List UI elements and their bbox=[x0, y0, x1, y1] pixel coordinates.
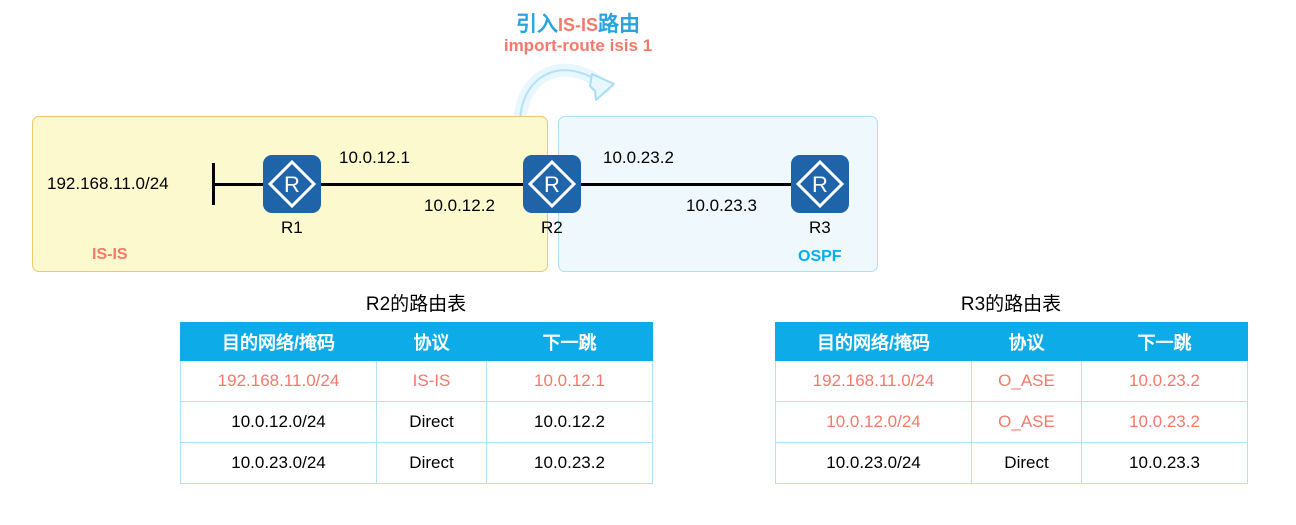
table-row: 192.168.11.0/24 O_ASE 10.0.23.2 bbox=[775, 360, 1248, 402]
cell-protocol: O_ASE bbox=[971, 401, 1082, 443]
column-header-protocol: 协议 bbox=[971, 322, 1082, 361]
cell-protocol: Direct bbox=[376, 442, 487, 484]
annotation-command-text: import-route isis 1 bbox=[503, 36, 653, 55]
link-r2-to-r3 bbox=[580, 183, 792, 186]
table-row: 10.0.12.0/24 Direct 10.0.12.2 bbox=[180, 401, 653, 443]
link-stub-to-r1 bbox=[212, 183, 270, 186]
link-r1-to-r2 bbox=[320, 183, 528, 186]
svg-text:R: R bbox=[544, 172, 560, 197]
cell-nexthop: 10.0.23.3 bbox=[1081, 442, 1248, 484]
cell-nexthop: 10.0.23.2 bbox=[486, 442, 653, 484]
ip-label-r2-to-r1: 10.0.12.2 bbox=[424, 196, 495, 215]
ip-label-r1-to-r2: 10.0.12.1 bbox=[339, 148, 410, 167]
annotation-title-protocol: IS-IS bbox=[557, 15, 598, 35]
cell-destination: 192.168.11.0/24 bbox=[180, 360, 377, 402]
cell-destination: 192.168.11.0/24 bbox=[775, 360, 972, 402]
curved-arrow-icon bbox=[513, 63, 615, 122]
svg-text:R: R bbox=[812, 172, 828, 197]
table-header-row: 目的网络/掩码 协议 下一跳 bbox=[775, 322, 1248, 361]
cell-destination: 10.0.23.0/24 bbox=[775, 442, 972, 484]
annotation-title: 引入IS-IS路由 bbox=[418, 8, 738, 38]
ip-label-r2-to-r3: 10.0.23.2 bbox=[603, 148, 674, 167]
cell-nexthop: 10.0.23.2 bbox=[1081, 360, 1248, 402]
cell-nexthop: 10.0.12.2 bbox=[486, 401, 653, 443]
cell-protocol: IS-IS bbox=[376, 360, 487, 402]
annotation-title-cn-suffix: 路由 bbox=[598, 13, 640, 36]
zone-label-ospf: OSPF bbox=[798, 248, 842, 265]
zone-label-isis: IS-IS bbox=[92, 246, 128, 263]
cell-destination: 10.0.12.0/24 bbox=[775, 401, 972, 443]
column-header-destination: 目的网络/掩码 bbox=[180, 322, 377, 361]
cell-nexthop: 10.0.12.1 bbox=[486, 360, 653, 402]
table-header-row: 目的网络/掩码 协议 下一跳 bbox=[180, 322, 653, 361]
router-label-r1: R1 bbox=[281, 218, 303, 237]
router-icon-r3[interactable]: R bbox=[791, 155, 849, 213]
table-title-r3: R3的路由表 bbox=[960, 294, 1062, 315]
network-terminator-icon bbox=[212, 163, 215, 205]
cell-destination: 10.0.23.0/24 bbox=[180, 442, 377, 484]
routing-table-r2: 目的网络/掩码 协议 下一跳 192.168.11.0/24 IS-IS 10.… bbox=[180, 322, 653, 484]
table-row: 10.0.23.0/24 Direct 10.0.23.3 bbox=[775, 442, 1248, 484]
router-label-r3: R3 bbox=[809, 218, 831, 237]
table-row: 192.168.11.0/24 IS-IS 10.0.12.1 bbox=[180, 360, 653, 402]
table-row: 10.0.12.0/24 O_ASE 10.0.23.2 bbox=[775, 401, 1248, 443]
table-title-r2: R2的路由表 bbox=[365, 294, 467, 315]
cell-destination: 10.0.12.0/24 bbox=[180, 401, 377, 443]
annotation-title-cn-prefix: 引入 bbox=[515, 13, 558, 36]
column-header-protocol: 协议 bbox=[376, 322, 487, 361]
ip-label-stub-network: 192.168.11.0/24 bbox=[47, 174, 169, 193]
column-header-destination: 目的网络/掩码 bbox=[775, 322, 972, 361]
router-icon-r1[interactable]: R bbox=[263, 155, 321, 213]
cell-protocol: O_ASE bbox=[971, 360, 1082, 402]
routing-table-r3: 目的网络/掩码 协议 下一跳 192.168.11.0/24 O_ASE 10.… bbox=[775, 322, 1248, 484]
column-header-nexthop: 下一跳 bbox=[1081, 322, 1248, 361]
table-row: 10.0.23.0/24 Direct 10.0.23.2 bbox=[180, 442, 653, 484]
cell-protocol: Direct bbox=[971, 442, 1082, 484]
router-label-r2: R2 bbox=[541, 218, 563, 237]
router-icon-r2[interactable]: R bbox=[523, 155, 581, 213]
svg-text:R: R bbox=[284, 172, 300, 197]
ip-label-r3-to-r2: 10.0.23.3 bbox=[686, 196, 757, 215]
cell-protocol: Direct bbox=[376, 401, 487, 443]
column-header-nexthop: 下一跳 bbox=[486, 322, 653, 361]
cell-nexthop: 10.0.23.2 bbox=[1081, 401, 1248, 443]
